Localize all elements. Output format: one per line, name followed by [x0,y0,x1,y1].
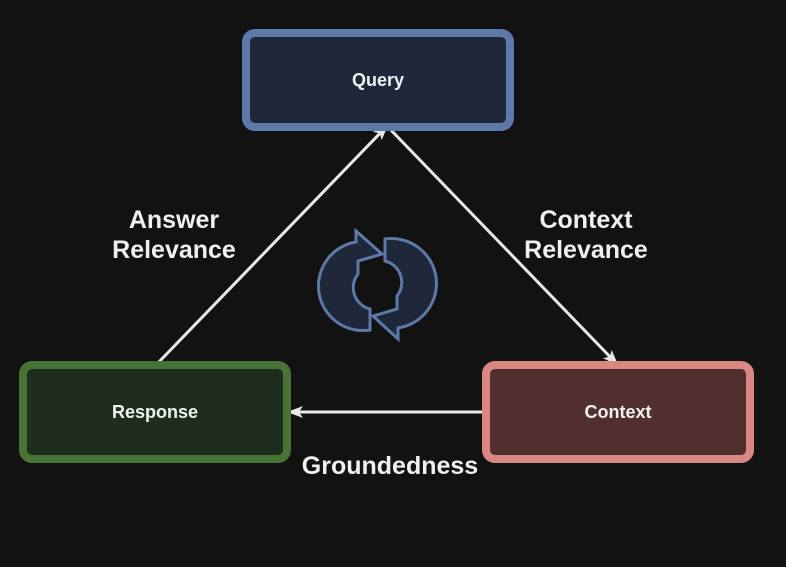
groundedness-label: Groundedness [301,452,479,480]
response-node: Response [19,361,291,463]
query-node: Query [242,29,514,131]
context-node-label: Context [584,401,652,422]
query-node-label: Query [351,69,405,90]
answer-relevance-label: Answer Relevance [112,206,236,264]
edge-context-relevance [385,124,619,366]
edge-answer-relevance [153,124,389,368]
response-node-label: Response [111,401,199,422]
context-node: Context [482,361,754,463]
cycle-arrows-icon [316,227,438,343]
context-relevance-label: Context Relevance [524,206,648,264]
